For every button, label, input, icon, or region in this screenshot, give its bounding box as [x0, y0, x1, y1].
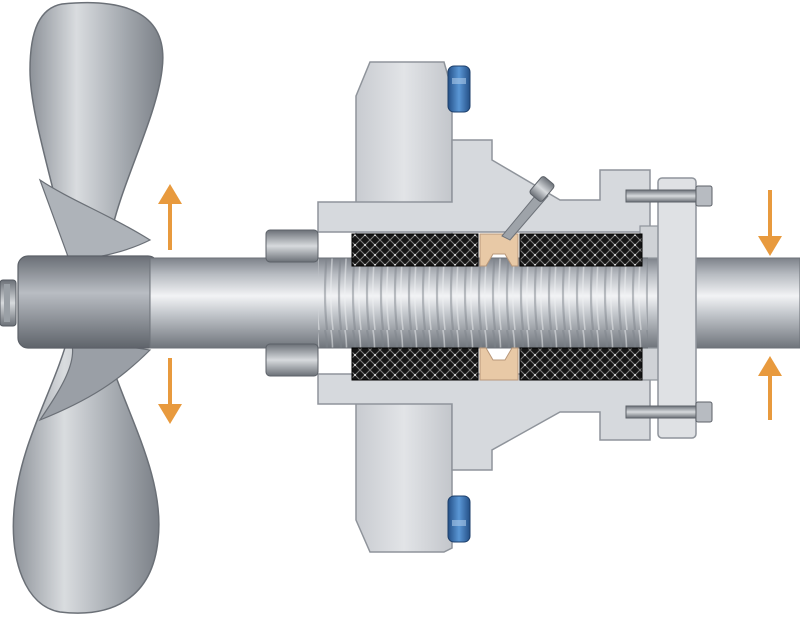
gland-stud-upper [625, 185, 713, 207]
propeller-blade-lower [12, 328, 160, 614]
lubrication-fitting [501, 176, 555, 241]
housing-body-upper [317, 139, 651, 233]
gland-stud-lower [625, 401, 713, 423]
packing-upper-left [351, 233, 479, 267]
arrow-up-icon [158, 184, 182, 250]
bolt-cap-lower [447, 495, 471, 543]
packing-lower-left [351, 347, 479, 381]
lantern-ring-lower [479, 347, 519, 381]
housing-body-lower [317, 373, 651, 471]
packing-upper-right [519, 233, 643, 267]
packing-rings [351, 233, 643, 381]
lantern-ring [479, 233, 519, 381]
nut-icon [0, 279, 17, 327]
shaft-sleeve-threads [318, 258, 648, 348]
shaft-collar-upper [265, 229, 319, 263]
bolt-cap-upper [447, 65, 471, 113]
lantern-ring-upper [479, 233, 519, 267]
propeller-hub [17, 255, 159, 349]
arrow-down-icon [158, 358, 182, 424]
shaft-collar-lower [265, 343, 319, 377]
shaft-outboard [149, 257, 321, 349]
packing-lower-right [519, 347, 643, 381]
gland-plate [657, 177, 697, 439]
arrow-up-icon [758, 356, 782, 420]
propeller-icon [12, 1, 164, 614]
arrow-down-icon [758, 190, 782, 256]
propeller-blade-flap-lower [38, 337, 152, 422]
